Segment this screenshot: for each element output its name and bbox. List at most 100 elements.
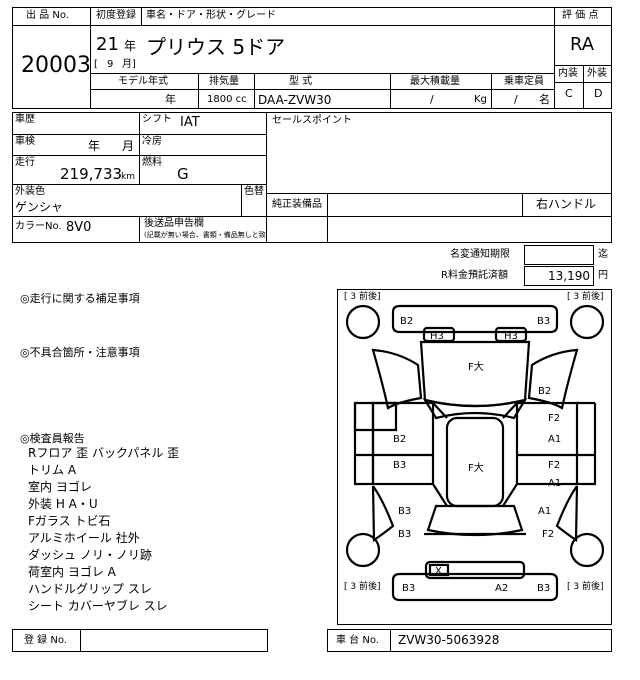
aftermarket-note: (記載が無い場合、書類・備品無しと致します): [144, 231, 290, 239]
inspector-line: シート カバーヤブレ スレ: [28, 599, 168, 613]
wheel-rear-left: [345, 532, 381, 568]
load-unit: Kg: [474, 94, 487, 105]
mark-rear-bumper-center: A2: [495, 583, 508, 594]
interior-grade: C: [565, 87, 573, 100]
mileage-label: 走行: [15, 157, 35, 168]
car-name: プリウス 5ドア: [146, 35, 286, 59]
chassis-label: 車 台 No.: [336, 635, 379, 646]
mark-rear-right-quarter-b: F2: [542, 529, 554, 540]
mark-rear-right-quarter-a: A1: [538, 506, 551, 517]
first-registration-label: 初度登録: [96, 10, 136, 21]
inspector-line: 荷室内 ヨゴレ A: [28, 565, 116, 579]
color-no-value: 8V0: [66, 220, 92, 235]
chassis-box: [327, 629, 612, 652]
capacity-slash: /: [514, 93, 518, 106]
mark-front-right-fender: B2: [538, 386, 551, 397]
model-year-unit: 年: [165, 93, 176, 106]
type-label: 型 式: [289, 76, 313, 87]
color-no-label: カラーNo.: [15, 221, 62, 232]
mark-hood: F大: [468, 360, 484, 373]
inspector-report-label: ◎検査員報告: [20, 432, 85, 445]
fuel-value: G: [177, 165, 189, 183]
shift-label: シフト: [142, 114, 172, 125]
inspection-year: 年: [88, 139, 101, 153]
mark-front-right-door-b: A1: [548, 434, 561, 445]
inspector-line: 室内 ヨゴレ: [28, 480, 92, 494]
sales-points-label: セールスポイント: [272, 115, 352, 126]
registration-label: 登 録 No.: [24, 635, 67, 646]
genuine-equipment-label: 純正装備品: [272, 199, 322, 210]
recycle-fee-label: R料金預託済額: [441, 270, 508, 281]
mark-rear-left-door: B3: [393, 460, 406, 471]
month-open: [: [94, 59, 98, 70]
displacement-label: 排気量: [209, 76, 239, 87]
corner-rear-right: [ 3 前後]: [567, 580, 603, 592]
model-label: 車名・ドア・形状・グレード: [146, 10, 276, 21]
exterior-grade: D: [594, 87, 603, 100]
mark-rear-bumper-left: B3: [402, 583, 415, 594]
capacity-label: 乗車定員: [504, 76, 544, 87]
registration-box: [12, 629, 268, 652]
inspector-line: ダッシュ ノリ・ノリ跡: [28, 548, 152, 562]
wheel-front-right: [569, 304, 605, 340]
month-unit: 月]: [122, 59, 136, 70]
interior-label: 内装: [558, 68, 578, 79]
aftermarket-label: 後送品申告欄: [144, 218, 204, 229]
damage-diagram: [ 3 前後] [ 3 前後] [ 3 前後] [ 3 前後] B2 B3 H3…: [337, 289, 612, 625]
registration-month: 9: [107, 59, 114, 70]
inspector-line: ハンドルグリップ スレ: [28, 582, 152, 596]
chassis-number: ZVW30-5063928: [398, 633, 500, 647]
model-year-label: モデル年式: [118, 76, 168, 87]
inspector-line: 外装 H A・U: [28, 497, 98, 511]
mark-rear-right-door-a: F2: [548, 460, 560, 471]
mark-rear-right-door-b: A1: [548, 478, 561, 489]
fuel-label: 燃料: [142, 157, 162, 168]
recycle-fee-unit: 円: [598, 270, 608, 281]
mark-rear-left-quarter-a: B3: [398, 506, 411, 517]
lot-label: 出 品 No.: [26, 10, 69, 21]
mark-headlight-left: H3: [430, 331, 444, 342]
recycle-fee-box: [524, 266, 594, 286]
sales-points-box: [266, 112, 612, 243]
recycle-fee-value: 13,190: [548, 269, 590, 283]
color-value: ゲンシャ: [15, 200, 64, 214]
year-unit: 年: [124, 39, 137, 53]
transfer-deadline-label: 名変通知期限: [450, 249, 510, 260]
ac-label: 冷房: [142, 136, 162, 147]
corner-front-right: [ 3 前後]: [567, 290, 603, 302]
era-year: 21: [96, 34, 119, 55]
displacement-value: 1800 cc: [207, 94, 247, 105]
mark-front-bumper-left: B2: [400, 316, 413, 327]
mark-headlight-right: H3: [504, 331, 518, 342]
mark-rear-left-quarter-b: B3: [398, 529, 411, 540]
corner-front-left: [ 3 前後]: [344, 290, 380, 302]
mileage-unit: km: [121, 172, 135, 182]
transfer-deadline-value: [524, 245, 594, 265]
inspection-month: 月: [122, 139, 135, 153]
steering-value: 右ハンドル: [536, 197, 597, 211]
mark-front-right-door-a: F2: [548, 413, 560, 424]
inspector-line: Rフロア 歪 バックパネル 歪: [28, 446, 180, 460]
wheel-rear-right: [569, 532, 605, 568]
mark-roof: F大: [468, 461, 484, 474]
shift-value: IAT: [180, 115, 200, 130]
max-load-label: 最大積載量: [410, 76, 460, 87]
model-type: DAA-ZVW30: [258, 93, 332, 107]
history-label: 車歴: [15, 114, 35, 125]
load-slash: /: [430, 93, 434, 106]
inspector-line: トリム A: [28, 463, 77, 477]
capacity-unit: 名: [539, 93, 550, 106]
wheel-front-left: [345, 304, 381, 340]
mark-front-bumper-right: B3: [537, 316, 550, 327]
spec-row: [90, 73, 555, 109]
rating-label: 評 価 点: [562, 10, 599, 21]
mark-front-left-door: B2: [393, 434, 406, 445]
driving-notes-label: ◎走行に関する補足事項: [20, 292, 140, 305]
inspector-line: Fガラス トビ石: [28, 514, 111, 528]
lot-number-box: [12, 7, 91, 109]
color-label: 外装色: [15, 186, 45, 197]
transfer-unit: 迄: [598, 249, 608, 260]
model-box: [90, 7, 555, 74]
inspection-label: 車検: [15, 136, 35, 147]
corner-rear-left: [ 3 前後]: [344, 580, 380, 592]
